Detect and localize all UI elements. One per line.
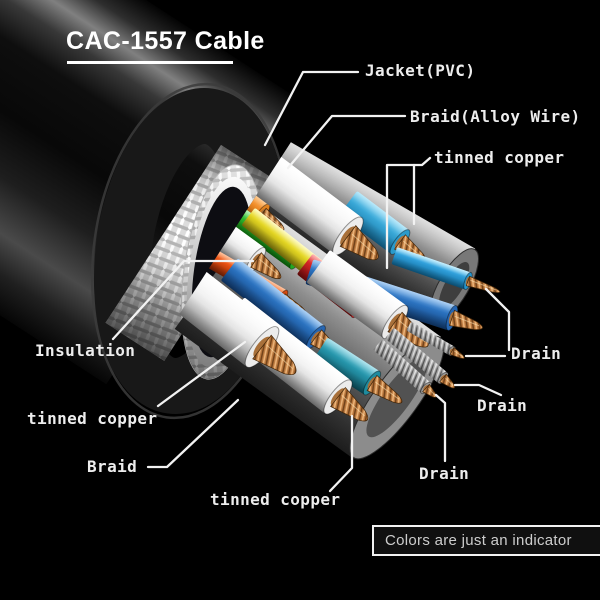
label-braid-alloy-wire: Braid(Alloy Wire) xyxy=(410,107,581,126)
leader-tinned-top xyxy=(385,156,432,270)
wire-cyanl-3-graphic xyxy=(391,247,501,293)
leader-braid-alloy xyxy=(286,114,407,170)
leader-braid xyxy=(146,398,240,469)
leader-drain-bottom xyxy=(434,393,447,463)
leader-tinned-bottom xyxy=(328,414,354,493)
leader-drain-middle xyxy=(453,383,503,397)
label-drain-bottom: Drain xyxy=(419,464,470,483)
label-tinned-copper-left: tinned copper xyxy=(27,409,158,428)
caption-text: Colors are just an indicator xyxy=(385,532,572,549)
label-tinned-copper-top: tinned copper xyxy=(434,148,565,167)
label-tinned-copper-bottom: tinned copper xyxy=(210,490,341,509)
label-insulation: Insulation xyxy=(35,341,136,360)
wire-white-10-graphic xyxy=(307,250,429,348)
label-jacket: Jacket(PVC) xyxy=(365,61,476,80)
label-drain-middle: Drain xyxy=(477,396,528,415)
page-title: CAC-1557 Cable xyxy=(66,27,265,55)
title-underline xyxy=(67,61,233,64)
wire-gray-13-graphic xyxy=(385,328,456,389)
wire-teal-15-graphic xyxy=(313,338,403,404)
label-drain-right: Drain xyxy=(511,344,562,363)
wire-gray-14-graphic xyxy=(373,340,437,398)
leader-insulation xyxy=(111,259,255,341)
leader-tinned-left xyxy=(156,340,247,408)
wire-gray-11-graphic xyxy=(406,322,465,359)
leader-lines xyxy=(111,70,511,493)
caption-box: Colors are just an indicator xyxy=(372,525,600,556)
leader-jacket xyxy=(263,70,360,147)
leader-drain-right-a xyxy=(484,287,511,352)
label-braid: Braid xyxy=(87,457,138,476)
